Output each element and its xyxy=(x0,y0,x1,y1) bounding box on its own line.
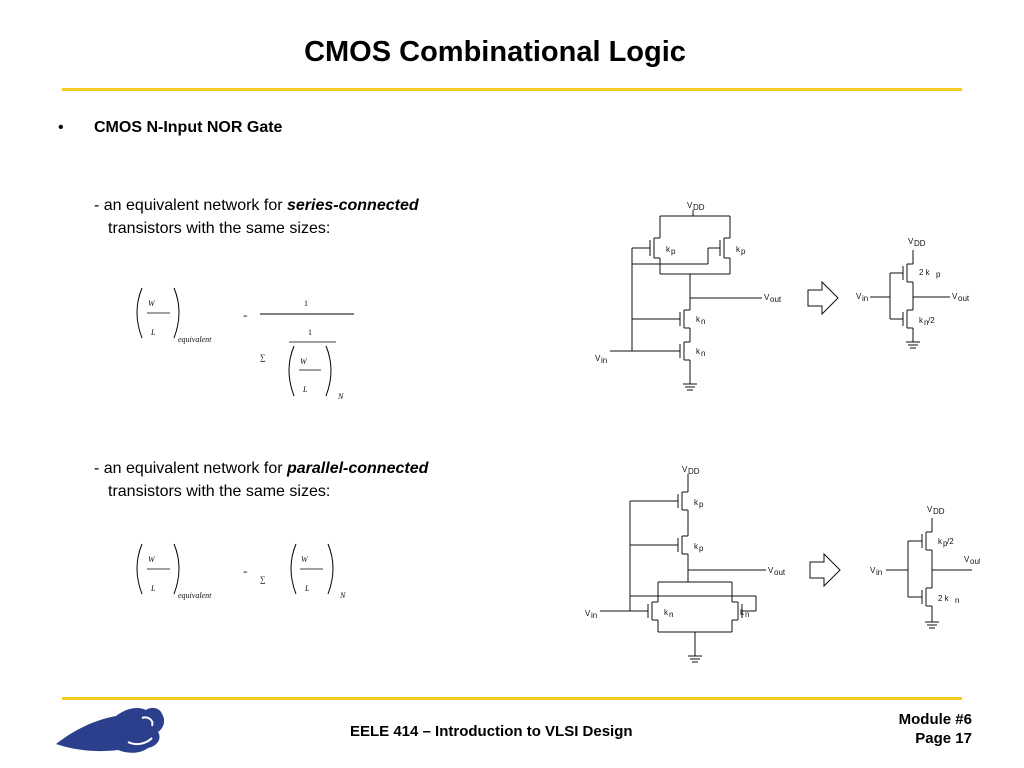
s-eq-kp-sub: p xyxy=(936,270,941,279)
parallel-line2: transistors with the same sizes: xyxy=(108,483,331,500)
s-kp1-sub: p xyxy=(671,247,676,256)
f2-sub-N: N xyxy=(339,591,346,600)
s-kn1-sub: n xyxy=(701,317,705,326)
series-formula: W L equivalent = 1 ∑ 1 W L N xyxy=(136,287,354,401)
course-title: EELE 414 – Introduction to VLSI Design xyxy=(350,723,633,740)
p-eq-vin: V xyxy=(870,566,876,575)
s-vin: V xyxy=(595,354,601,363)
series-prefix: - an equivalent network for xyxy=(94,197,287,214)
parallel-description: - an equivalent network for parallel-con… xyxy=(94,457,554,503)
s-eq-vout-sub: out xyxy=(958,294,970,303)
s-eq-kn-suffix: /2 xyxy=(928,316,935,325)
s-eq-vout: V xyxy=(952,292,958,301)
section-heading: CMOS N-Input NOR Gate xyxy=(94,119,283,136)
series-emphasis: series-connected xyxy=(287,197,419,214)
s-eq-vin: V xyxy=(856,292,862,301)
f2-L: L xyxy=(150,584,156,593)
s-vin-sub: in xyxy=(601,356,607,365)
p-eq-vin-sub: in xyxy=(876,568,882,577)
bobcat-logo xyxy=(56,707,165,753)
s-kp1: k xyxy=(666,245,671,254)
parallel-prefix: - an equivalent network for xyxy=(94,460,287,477)
bullet-marker: • xyxy=(58,119,64,136)
p-eq-vdd: V xyxy=(927,505,933,514)
s-eq-kn: k xyxy=(919,316,924,325)
p-vout: V xyxy=(768,566,774,575)
s-eq-kp: 2 k xyxy=(919,268,931,277)
f1-sub-equivalent: equivalent xyxy=(178,335,212,344)
footer-rule xyxy=(62,697,962,700)
f1-inner-one: 1 xyxy=(308,328,312,337)
p-kp1-sub: p xyxy=(699,500,704,509)
p-eq-vdd-sub: DD xyxy=(933,507,945,516)
s-kp2: k xyxy=(736,245,741,254)
p-kp1: k xyxy=(694,498,699,507)
p-eq-kp-sub: p xyxy=(943,539,948,548)
series-description: - an equivalent network for series-conne… xyxy=(94,194,554,240)
page-number: Page 17 xyxy=(915,730,972,747)
parallel-emphasis: parallel-connected xyxy=(287,460,429,477)
slide-title: CMOS Combinational Logic xyxy=(304,36,686,68)
f2-W: W xyxy=(148,555,156,564)
p-kn1: k xyxy=(664,608,669,617)
p-kp2-sub: p xyxy=(699,544,704,553)
f1-equals: = xyxy=(243,312,248,321)
p-eq-kn-sub: n xyxy=(955,596,959,605)
s-kn2-sub: n xyxy=(701,349,705,358)
f2-sigma: ∑ xyxy=(260,575,266,584)
p-kn1-sub: n xyxy=(669,610,673,619)
f2-inner-W: W xyxy=(301,555,309,564)
s-eq-vdd-sub: DD xyxy=(914,239,926,248)
parallel-formula: W L equivalent = ∑ W L N xyxy=(136,543,346,600)
f1-W: W xyxy=(148,299,156,308)
series-line2: transistors with the same sizes: xyxy=(108,220,331,237)
f1-numerator-one: 1 xyxy=(304,299,308,308)
s-vout-sub: out xyxy=(770,295,782,304)
f2-equals: = xyxy=(243,568,248,577)
p-kp2: k xyxy=(694,542,699,551)
f1-inner-L: L xyxy=(302,385,308,394)
p-eq-vout: V xyxy=(964,555,970,564)
f2-inner-L: L xyxy=(304,584,310,593)
p-eq-kn: 2 k xyxy=(938,594,950,603)
s-vout: V xyxy=(764,293,770,302)
p-eq-kp: k xyxy=(938,537,943,546)
f1-sub-N: N xyxy=(337,392,344,401)
p-kn2-sub: n xyxy=(745,610,749,619)
p-vdd: V xyxy=(682,465,688,474)
p-vin-sub: in xyxy=(591,611,597,620)
s-vdd: V xyxy=(687,201,693,210)
module-number: Module #6 xyxy=(898,711,972,728)
footer-module-page: Module #6 Page 17 xyxy=(899,710,972,748)
p-eq-kp-suffix: /2 xyxy=(947,537,954,546)
p-vin: V xyxy=(585,609,591,618)
s-kp2-sub: p xyxy=(741,247,746,256)
title-rule xyxy=(62,88,962,91)
p-kn2: k xyxy=(740,608,745,617)
f1-L: L xyxy=(150,328,156,337)
p-eq-vout-sub: out xyxy=(970,557,980,566)
s-vdd-sub: DD xyxy=(693,203,705,212)
s-eq-kn-sub: n xyxy=(924,318,928,327)
s-kn2: k xyxy=(696,347,701,356)
p-vdd-sub: DD xyxy=(688,467,700,476)
s-kn1: k xyxy=(696,315,701,324)
s-eq-vdd: V xyxy=(908,237,914,246)
s-eq-vin-sub: in xyxy=(862,294,868,303)
parallel-nor-circuit: V DD k p k p V out k n k n V in V DD k p… xyxy=(585,465,980,663)
f1-sigma: ∑ xyxy=(260,353,266,362)
f1-inner-W: W xyxy=(300,357,308,366)
f2-sub-equivalent: equivalent xyxy=(178,591,212,600)
series-nor-circuit: V DD k p k p V out k n k n V in V DD 2 k… xyxy=(595,201,970,391)
p-vout-sub: out xyxy=(774,568,786,577)
